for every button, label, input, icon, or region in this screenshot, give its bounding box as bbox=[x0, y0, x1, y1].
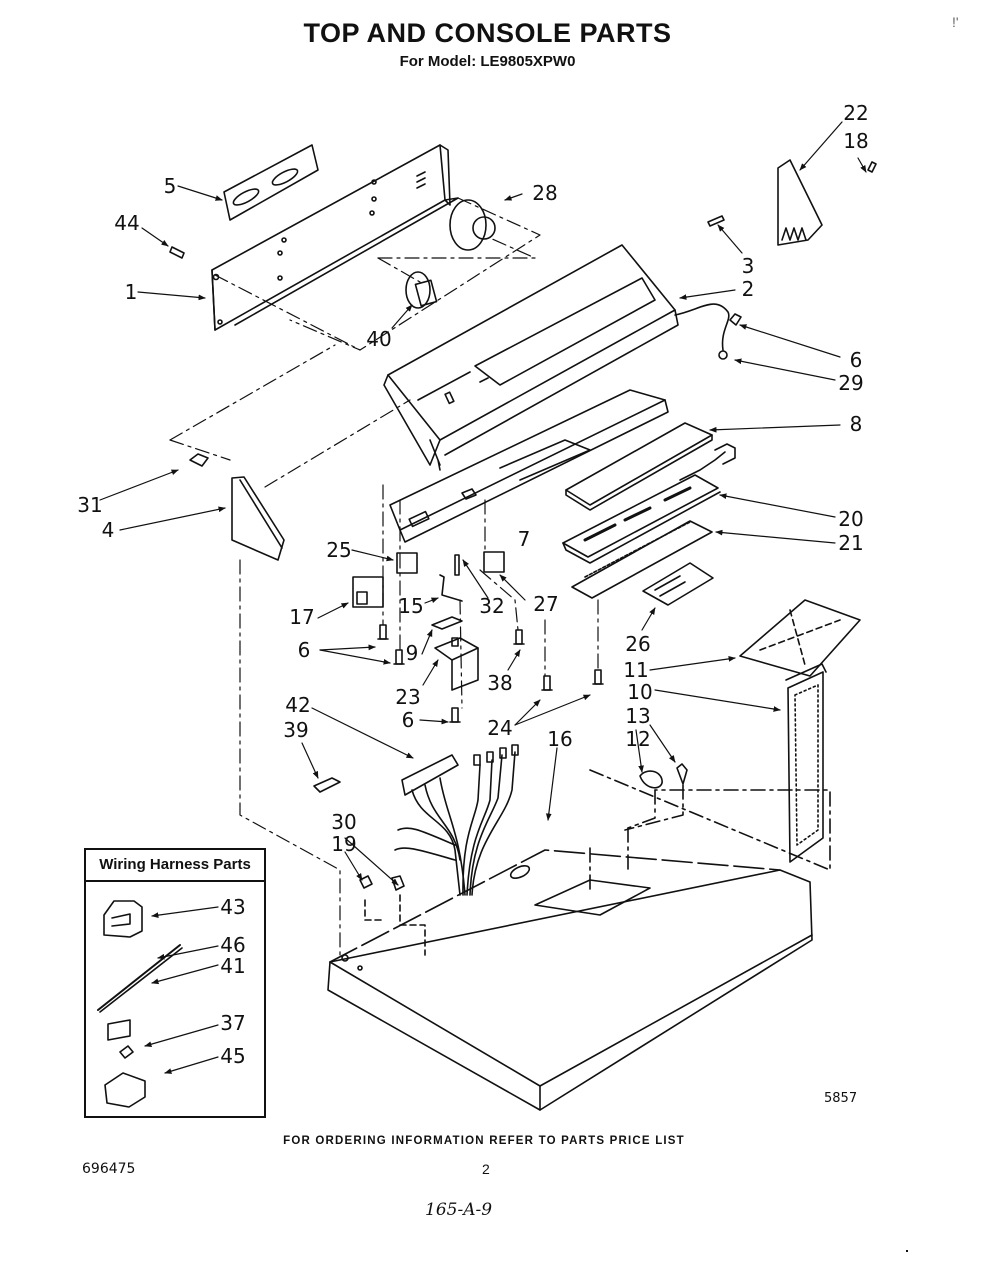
rear-panel-bracket-drawing bbox=[211, 144, 459, 331]
callout-31: 31 bbox=[77, 493, 103, 517]
callout-39: 39 bbox=[283, 718, 309, 742]
push-to-start-switch-drawing bbox=[434, 637, 479, 691]
callout-46: 46 bbox=[220, 933, 246, 957]
wiring-harness-parts-box: Wiring Harness Parts bbox=[84, 848, 266, 1118]
lid-cover-drawing bbox=[739, 599, 861, 677]
relay-2-drawing bbox=[483, 551, 505, 573]
ordering-info-note: FOR ORDERING INFORMATION REFER TO PARTS … bbox=[283, 1135, 685, 1147]
callout-18: 18 bbox=[843, 129, 869, 153]
callout-26: 26 bbox=[625, 632, 651, 656]
callout-16: 16 bbox=[547, 727, 573, 751]
callout-22: 22 bbox=[843, 101, 869, 125]
callout-11: 11 bbox=[623, 658, 649, 682]
right-end-cap-drawing bbox=[777, 159, 823, 246]
selector-switch-drawing bbox=[405, 271, 438, 309]
top-panel-drawing bbox=[327, 769, 831, 1111]
ground-wire-drawing bbox=[674, 303, 742, 360]
callout-41: 41 bbox=[220, 954, 246, 978]
document-id: 696475 bbox=[82, 1161, 136, 1177]
left-end-cap-drawing bbox=[231, 476, 285, 561]
callout-28: 28 bbox=[532, 181, 558, 205]
callout-15: 15 bbox=[398, 594, 424, 618]
transformer-drawing bbox=[352, 576, 384, 608]
callout-19: 19 bbox=[331, 832, 357, 856]
stray-mark bbox=[906, 1250, 908, 1252]
callout-42: 42 bbox=[285, 693, 311, 717]
panel-screw-drawing bbox=[169, 246, 185, 259]
callout-9: 9 bbox=[405, 641, 419, 665]
callout-12: 12 bbox=[625, 727, 651, 751]
wiring-harness-drawing bbox=[394, 744, 519, 896]
assembly-guide-lines-top bbox=[169, 197, 541, 488]
corner-mark: !' bbox=[952, 14, 959, 30]
callout-30: 30 bbox=[331, 810, 357, 834]
end-cap-clip-drawing bbox=[189, 453, 209, 467]
callout-3: 3 bbox=[741, 254, 755, 278]
pin-drawing bbox=[454, 554, 460, 576]
callout-6-ground: 6 bbox=[849, 348, 863, 372]
callout-2: 2 bbox=[741, 277, 755, 301]
callout-6-bottom: 6 bbox=[401, 708, 415, 732]
handwritten-code: 165-A-9 bbox=[425, 1200, 493, 1220]
callout-6-left: 6 bbox=[297, 638, 311, 662]
callout-23: 23 bbox=[395, 685, 421, 709]
callout-32: 32 bbox=[479, 594, 505, 618]
lid-assembly-drawing bbox=[785, 663, 827, 863]
circuit-card-drawing bbox=[642, 562, 714, 606]
page-title: TOP AND CONSOLE PARTS bbox=[303, 18, 672, 48]
callout-38: 38 bbox=[487, 671, 513, 695]
callout-45: 45 bbox=[220, 1044, 246, 1068]
callout-27: 27 bbox=[533, 592, 559, 616]
callout-7: 7 bbox=[517, 527, 531, 551]
callout-4: 4 bbox=[101, 518, 115, 542]
callout-13: 13 bbox=[625, 704, 651, 728]
control-mounting-bracket-drawing bbox=[389, 389, 669, 543]
display-lens-drawing bbox=[565, 422, 736, 511]
switch-bracket-drawing bbox=[431, 616, 463, 630]
callout-20: 20 bbox=[838, 507, 864, 531]
model-subtitle: For Model: LE9805XPW0 bbox=[399, 53, 576, 70]
callout-37: 37 bbox=[220, 1011, 246, 1035]
lid-switch-clip-drawing bbox=[639, 770, 663, 789]
switch-clip-drawing bbox=[439, 574, 463, 602]
assembly-guide-lines-mid bbox=[239, 484, 599, 961]
drawing-code: 5857 bbox=[824, 1091, 858, 1106]
page-number: 2 bbox=[482, 1161, 490, 1177]
callout-leader-lines bbox=[99, 121, 867, 886]
callout-25: 25 bbox=[326, 538, 352, 562]
wiring-harness-parts-title: Wiring Harness Parts bbox=[86, 850, 264, 882]
callout-5: 5 bbox=[163, 174, 177, 198]
harness-clips-drawing bbox=[359, 875, 405, 891]
bracket-insert-drawing bbox=[223, 144, 319, 221]
callout-21: 21 bbox=[838, 531, 864, 555]
callout-8: 8 bbox=[849, 412, 863, 436]
timer-knob-drawing bbox=[449, 199, 496, 251]
wire-clip-drawing bbox=[313, 777, 341, 793]
callout-40: 40 bbox=[366, 327, 392, 351]
callout-29: 29 bbox=[838, 371, 864, 395]
lid-pin-drawing bbox=[676, 763, 688, 785]
callout-44: 44 bbox=[114, 211, 140, 235]
callout-43: 43 bbox=[220, 895, 246, 919]
callout-24: 24 bbox=[487, 716, 513, 740]
control-board-drawing bbox=[571, 520, 713, 599]
membrane-switch-drawing bbox=[562, 474, 721, 564]
wiring-harness-leader-lines bbox=[144, 906, 219, 1074]
relay-drawing bbox=[396, 552, 418, 574]
callout-10: 10 bbox=[627, 680, 653, 704]
callout-1: 1 bbox=[124, 280, 138, 304]
screws-drawing bbox=[377, 624, 604, 723]
end-cap-screws-drawing bbox=[707, 161, 877, 227]
callout-17: 17 bbox=[289, 605, 315, 629]
